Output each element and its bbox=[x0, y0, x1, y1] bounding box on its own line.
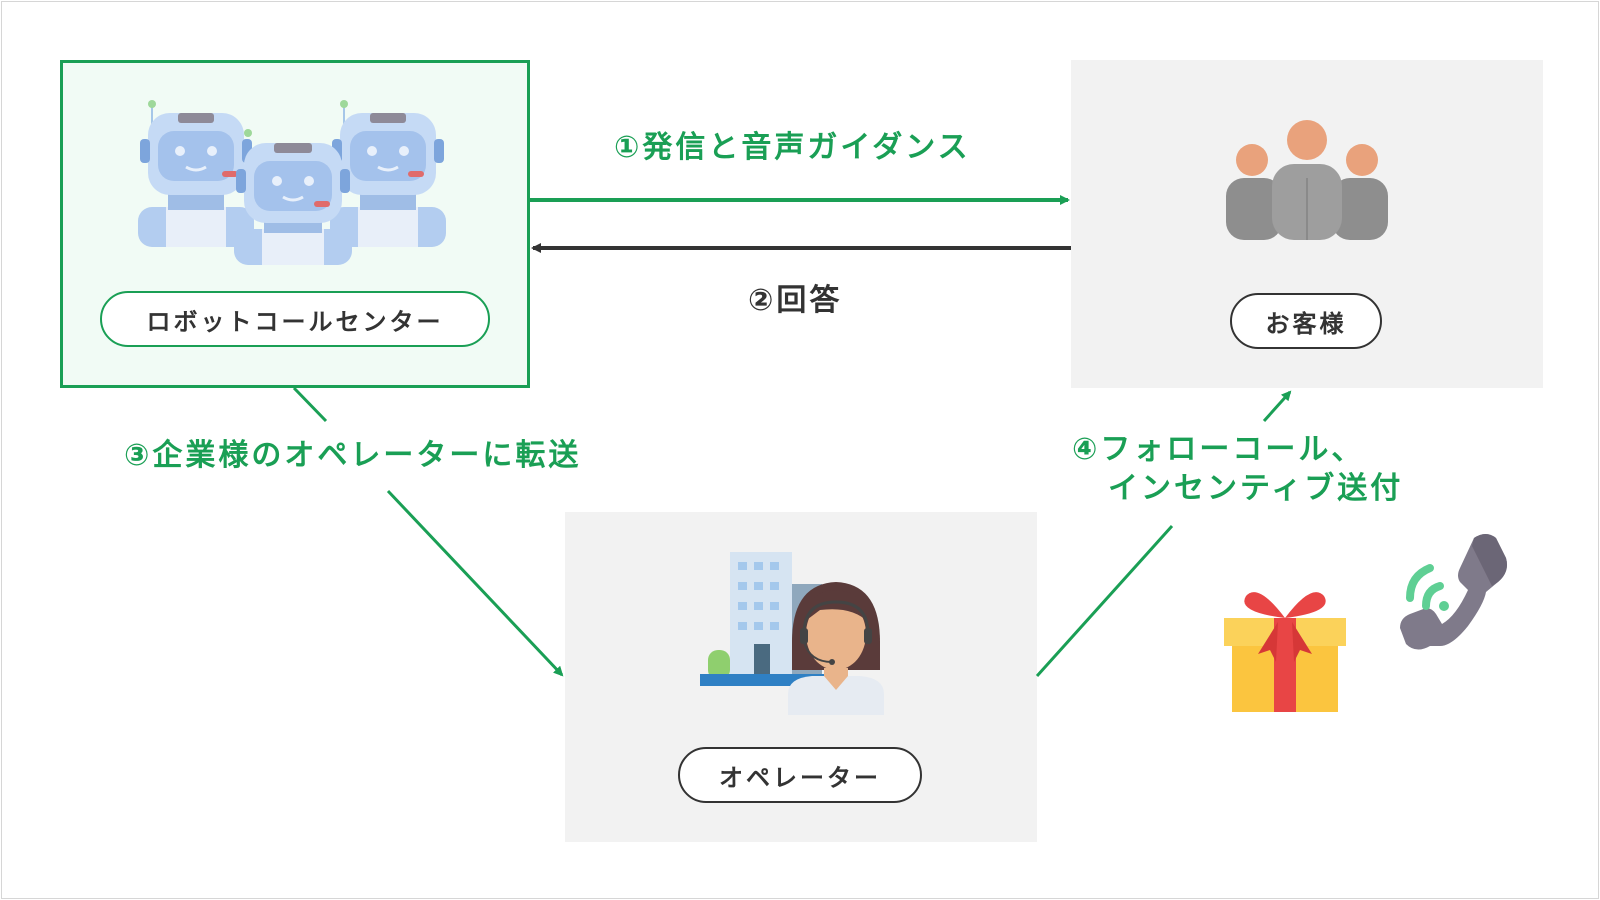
arrow-step3-top bbox=[292, 386, 328, 423]
step4-label: ④フォローコール、 インセンティブ送付 bbox=[1072, 430, 1403, 508]
robot-operators-icon bbox=[138, 100, 446, 265]
arrow-step3 bbox=[386, 489, 564, 677]
customer-label: お客様 bbox=[1230, 293, 1382, 349]
robot-call-center-label: ロボットコールセンター bbox=[100, 291, 490, 347]
arrow-step4-top bbox=[1262, 390, 1292, 423]
operator-label: オペレーター bbox=[678, 747, 922, 803]
step4-label-line2: インセンティブ送付 bbox=[1108, 471, 1404, 506]
step3-label: ③企業様のオペレーターに転送 bbox=[124, 438, 582, 473]
operator-building-icon bbox=[700, 552, 884, 715]
step4-label-line1: ④フォローコール、 bbox=[1072, 432, 1365, 467]
step1-label: ①発信と音声ガイダンス bbox=[614, 130, 971, 165]
customers-group-icon bbox=[1226, 120, 1388, 240]
step2-label: ②回答 bbox=[748, 283, 843, 318]
arrow-step4 bbox=[1035, 524, 1174, 678]
phone-call-icon bbox=[1400, 534, 1507, 650]
gift-box-icon bbox=[1224, 592, 1346, 712]
